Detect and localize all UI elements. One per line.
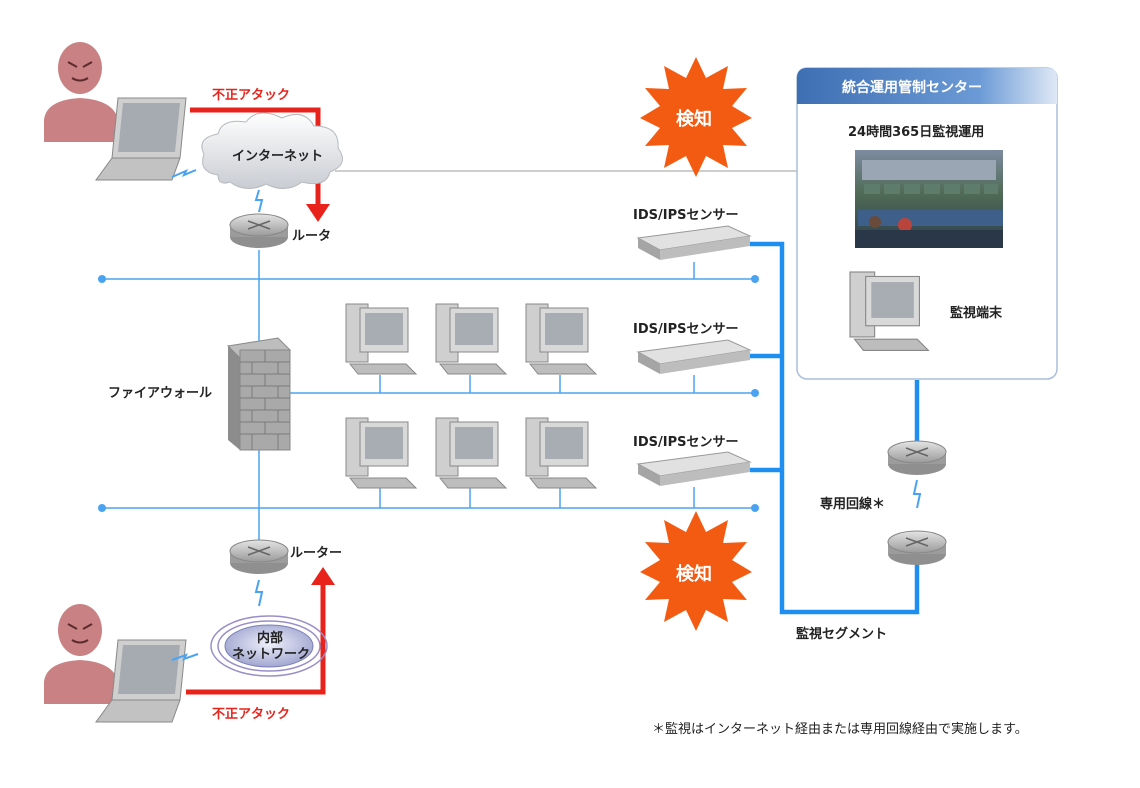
control-center-title: 統合運用管制センター xyxy=(842,79,982,96)
detect-label-bottom: 検知 xyxy=(676,563,712,585)
router-label-top: ルータ xyxy=(292,229,331,244)
cloud-icon xyxy=(201,112,343,189)
control-center-subtitle: 24時間365日監視運用 xyxy=(848,124,984,140)
monitoring-segment-label: 監視セグメント xyxy=(796,626,887,642)
attack-label-bottom: 不正アタック xyxy=(212,707,290,722)
internal-network-label-line1: 内部 xyxy=(257,630,283,646)
ids-sensor-label-2: IDS/IPSセンサー xyxy=(633,322,738,337)
wireless-link-icon xyxy=(254,189,264,213)
attack-arrow-bottom xyxy=(186,567,335,695)
wireless-link-icon xyxy=(254,579,264,607)
lan-lines xyxy=(102,250,755,545)
firewall-label: ファイアウォール xyxy=(108,386,212,401)
detect-label-top: 検知 xyxy=(676,108,712,130)
ids-sensor-label-3: IDS/IPSセンサー xyxy=(633,435,738,450)
burst-icon xyxy=(640,57,752,177)
internet-label: インターネット xyxy=(232,149,323,164)
burst-icon xyxy=(640,511,752,631)
wireless-link-icon xyxy=(912,479,922,509)
ids-sensor-label-1: IDS/IPSセンサー xyxy=(633,208,738,223)
wireless-link-icon xyxy=(171,653,199,661)
monitor-terminal-label: 監視端末 xyxy=(950,305,1003,321)
control-room-photo xyxy=(855,150,1003,248)
firewall-icon xyxy=(226,337,292,451)
footnote: ＊監視はインターネット経由または専用回線経由で実施します。 xyxy=(652,721,1028,737)
router-label-bottom: ルーター xyxy=(290,546,342,561)
lan-endpoints xyxy=(98,275,759,512)
monitoring-segment-lines xyxy=(750,241,920,615)
internal-network-icon xyxy=(210,615,328,677)
dedicated-line-label: 専用回線＊ xyxy=(820,496,885,512)
wireless-link-icon xyxy=(171,169,197,178)
internal-network-label-line2: ネットワーク xyxy=(232,647,310,662)
attack-label-top: 不正アタック xyxy=(212,88,290,103)
